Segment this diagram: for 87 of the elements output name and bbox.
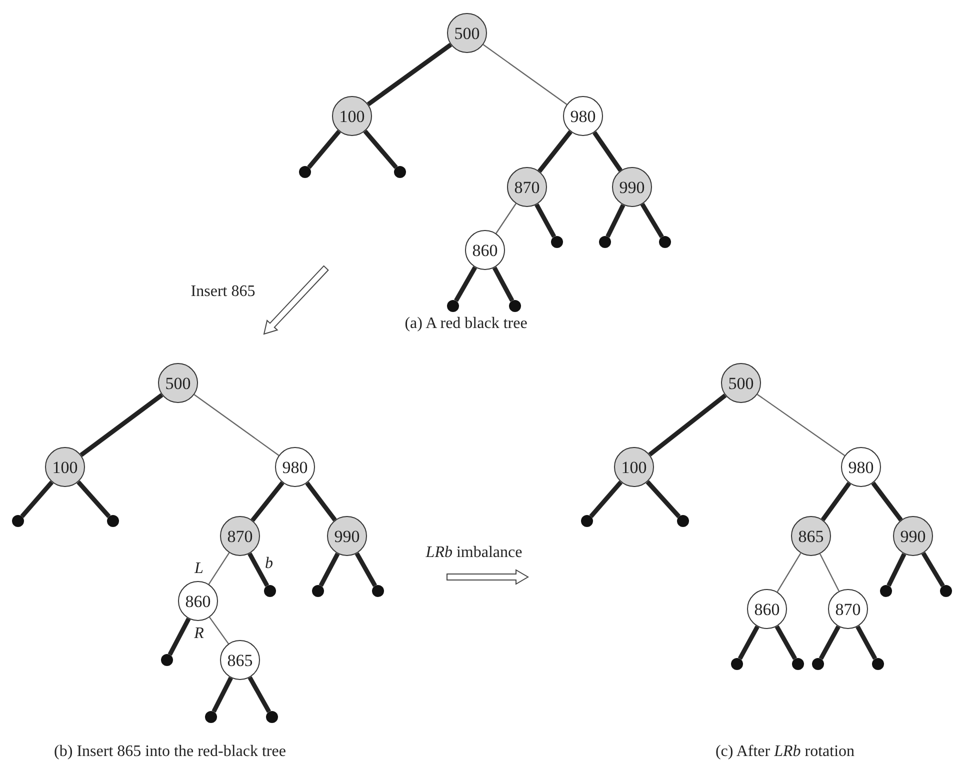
tree-edge	[738, 625, 760, 660]
tree-edge	[589, 480, 623, 518]
tree-edge	[76, 480, 111, 518]
tree-edge	[318, 552, 340, 587]
tree-edge	[640, 203, 664, 238]
tree-node: 980	[563, 96, 603, 136]
null-leaf	[264, 585, 276, 597]
tree-edge	[248, 676, 272, 713]
null-leaf	[161, 654, 173, 666]
tree-edge	[208, 552, 230, 585]
tree-node: 500	[447, 13, 487, 53]
null-leaf	[12, 515, 24, 527]
tree-edge	[248, 552, 270, 587]
tree-edge	[921, 552, 945, 588]
tree-node: 980	[275, 447, 315, 487]
tree-node: 990	[893, 516, 933, 556]
tree-edge	[250, 481, 284, 522]
null-leaf	[677, 515, 689, 527]
null-leaf	[205, 711, 217, 723]
tree-node: 860	[465, 230, 505, 270]
tree-node: 860	[747, 589, 787, 629]
null-leaf	[372, 585, 384, 597]
tree-node: 990	[327, 516, 367, 556]
tree-node: 865	[791, 516, 831, 556]
tree-edge	[820, 554, 840, 592]
null-leaf	[312, 585, 324, 597]
null-leaf	[659, 236, 671, 248]
tree-edge	[820, 482, 852, 522]
null-leaf	[731, 658, 743, 670]
null-leaf	[880, 585, 892, 597]
tree-node: 100	[332, 96, 372, 136]
null-leaf	[394, 166, 406, 178]
tree-edge	[606, 204, 626, 238]
tree-edge	[774, 625, 798, 660]
tree-node: 990	[612, 167, 652, 207]
tree-node: 870	[220, 516, 260, 556]
tree-edge	[194, 394, 280, 456]
tree-edge	[20, 480, 54, 518]
tree-edge	[354, 552, 378, 587]
tree-edge	[871, 482, 903, 522]
tree-node: 870	[828, 589, 868, 629]
null-leaf	[551, 236, 563, 248]
tree-edge	[818, 625, 840, 660]
tree-edge	[209, 616, 229, 644]
tree-edge	[305, 482, 337, 522]
tree-edge	[776, 552, 802, 592]
tree-edge	[363, 130, 398, 169]
tree-edge	[307, 130, 341, 169]
tree-node: 100	[614, 447, 654, 487]
tree-node: 500	[158, 363, 198, 403]
tree-node: 980	[841, 447, 881, 487]
tree-node: 500	[721, 363, 761, 403]
tree-edge	[646, 480, 681, 518]
tree-node: 860	[178, 581, 218, 621]
null-leaf	[266, 711, 278, 723]
tree-edge	[496, 203, 516, 234]
tree-edge	[168, 618, 191, 656]
tree-edge	[886, 552, 906, 587]
tree-edge	[366, 42, 452, 106]
tree-edge	[592, 131, 622, 172]
null-leaf	[599, 236, 611, 248]
tree-edge	[757, 394, 845, 456]
edge-label: b	[264, 556, 274, 572]
null-leaf	[107, 515, 119, 527]
tree-edge	[482, 44, 568, 105]
caption-text: (a) A red black tree	[404, 315, 528, 333]
null-leaf	[509, 300, 521, 312]
tree-node: 870	[507, 167, 547, 207]
tree-edge	[856, 625, 878, 660]
null-leaf	[872, 658, 884, 670]
null-leaf	[447, 300, 459, 312]
null-leaf	[940, 585, 952, 597]
tree-edge	[212, 676, 233, 713]
tree-edge	[80, 393, 164, 457]
tree-edge	[648, 394, 727, 456]
null-leaf	[299, 166, 311, 178]
null-leaf	[812, 658, 824, 670]
tree-edge	[538, 130, 572, 173]
null-leaf	[792, 658, 804, 670]
caption-text: (b) Insert 865 into the red-black tree	[54, 743, 286, 761]
tree-edge	[534, 203, 556, 238]
tree-edge	[492, 266, 514, 302]
caption-text: (c) After LRb rotation	[715, 743, 855, 761]
tree-node: 100	[45, 447, 85, 487]
tree-edge	[454, 266, 478, 302]
null-leaf	[581, 515, 593, 527]
tree-node: 865	[220, 640, 260, 680]
